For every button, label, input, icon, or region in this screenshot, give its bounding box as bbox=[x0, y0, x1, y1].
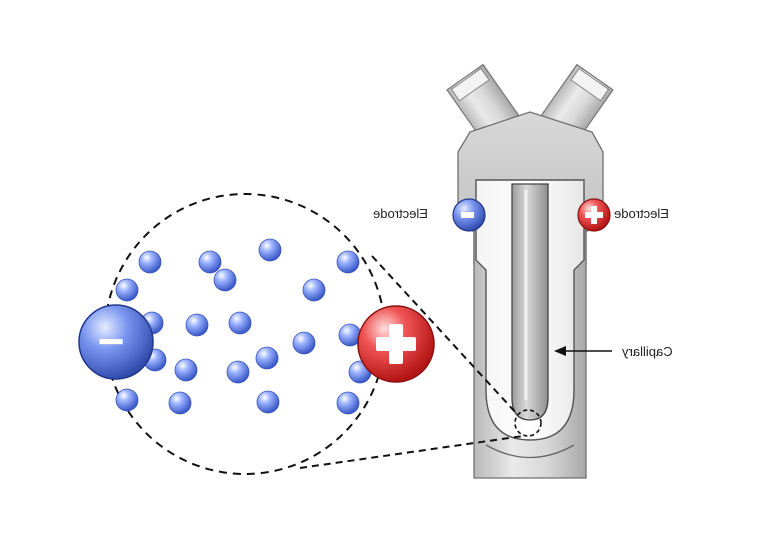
label-capillary: Capillary bbox=[622, 344, 673, 359]
particle-sphere-icon bbox=[255, 346, 279, 370]
label-electrode-left: Electrode bbox=[373, 206, 428, 221]
negative-pole: − bbox=[78, 304, 154, 380]
particle-sphere-icon bbox=[336, 391, 360, 415]
positive-pole bbox=[357, 305, 435, 383]
particle-sphere-icon bbox=[174, 358, 198, 382]
negative-symbol: − bbox=[98, 315, 125, 367]
zoom-line-bottom bbox=[299, 435, 524, 469]
particle-sphere-icon bbox=[228, 311, 252, 335]
zoom-target-circle bbox=[514, 409, 542, 437]
particle-sphere-icon bbox=[258, 238, 282, 262]
device-negative-electrode bbox=[452, 198, 486, 232]
particle-sphere-icon bbox=[336, 250, 360, 274]
particle-sphere-icon bbox=[226, 360, 250, 384]
particle-sphere-icon bbox=[213, 268, 237, 292]
capillary-pointer-arrowhead bbox=[554, 346, 566, 356]
plus-vertical bbox=[389, 324, 403, 364]
small-plus-v bbox=[591, 206, 597, 224]
capillary-tube bbox=[511, 183, 549, 421]
particle-sphere-icon bbox=[198, 250, 222, 274]
particle-sphere-icon bbox=[138, 250, 162, 274]
particle-sphere-icon bbox=[168, 391, 192, 415]
particle-sphere-icon bbox=[302, 278, 326, 302]
minus-sphere-icon bbox=[78, 304, 154, 380]
particle-sphere-icon bbox=[115, 278, 139, 302]
particles-group bbox=[115, 238, 372, 415]
particle-sphere-icon bbox=[185, 313, 209, 337]
bottom-arc bbox=[485, 444, 575, 459]
small-minus-bar bbox=[461, 212, 474, 218]
label-electrode-right: Electrode bbox=[614, 206, 669, 221]
capillary-device bbox=[446, 63, 614, 479]
particle-sphere-icon bbox=[256, 390, 280, 414]
particle-sphere-icon bbox=[292, 331, 316, 355]
particle-sphere-icon bbox=[115, 388, 139, 412]
device-positive-electrode bbox=[577, 198, 611, 232]
